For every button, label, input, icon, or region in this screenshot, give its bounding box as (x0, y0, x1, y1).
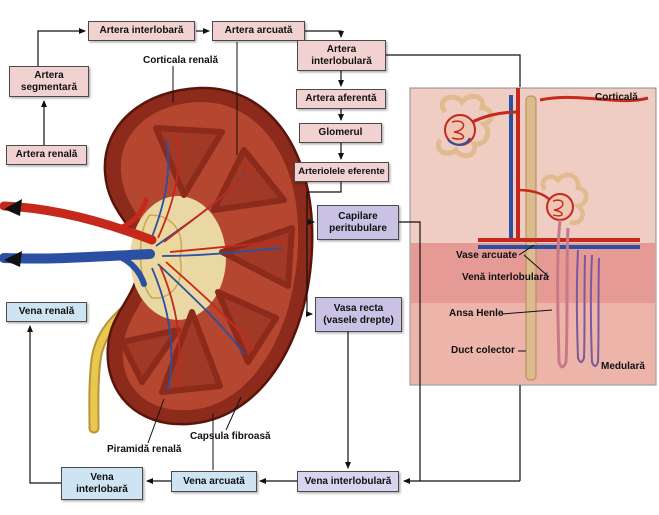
leader-capsula-fibroasa (225, 396, 242, 431)
label-ansa-henle: Ansa Henle (449, 308, 504, 319)
arrow-arcuata-to-interlobulara (305, 30, 344, 38)
label-duct-colector: Duct colector (451, 345, 515, 356)
renal-pyramid (211, 147, 287, 213)
arrow-branch-to-vasa-recta (306, 222, 313, 317)
renal-pyramid (215, 289, 279, 365)
renal-pyramid (153, 125, 225, 198)
leader-vase-arcuate (518, 244, 535, 256)
vein-flow-arrow (4, 251, 22, 267)
renal-vein-vessel (0, 249, 155, 264)
renal-artery-vessel (0, 201, 157, 245)
artery-flow-arrow (4, 199, 22, 216)
label-corticala: Corticală (595, 92, 638, 103)
flow-box-vena-arcuata: Vena arcuată (171, 471, 257, 492)
line-interlobulara-to-panel (386, 54, 521, 87)
renal-pyramids (119, 125, 295, 395)
flow-box-vena-interlobara: Vena interlobară (61, 467, 143, 500)
flow-box-vasa-recta: Vasa recta (vasele drepte) (315, 297, 402, 332)
leader-piramida-renala (147, 398, 165, 444)
arrow-interlobara-to-renala-vein (27, 325, 61, 484)
intrarenal-arteries (157, 135, 287, 389)
flow-box-vena-renala: Vena renală (6, 302, 87, 322)
renal-vein-branch (115, 253, 147, 287)
flow-box-artera-segmentara: Artera segmentară (9, 66, 89, 97)
glomerulus-vein-arc (447, 137, 471, 146)
renal-pyramid (119, 327, 181, 385)
flow-box-vena-interlobulara: Vena interlobulară (297, 471, 399, 492)
vasa-recta-loop (575, 249, 586, 363)
label-corticala-renala: Corticala renală (143, 55, 219, 66)
arrow-eferente-to-capilare (306, 182, 342, 225)
label-capsula-fibroasa: Capsula fibroasă (190, 431, 271, 442)
line-capilare-to-vein-trunk (399, 221, 421, 481)
arrow-segmentara-to-interlobara (37, 28, 86, 66)
flow-box-artera-aferenta: Artera aferentă (296, 89, 386, 109)
flow-box-capilare-peritubulare: Capilare peritubulare (317, 205, 399, 240)
panel-top-vessel (539, 95, 649, 103)
label-vena-interlobulara-panel: Venă interlobulară (462, 272, 549, 283)
glomerulus-capillaries (451, 120, 465, 140)
renal-pyramid (159, 309, 223, 395)
connector-lines (27, 28, 553, 484)
flow-box-glomerul: Glomerul (299, 123, 382, 143)
convoluted-tubule (540, 172, 589, 226)
afferent-arteriole (517, 188, 551, 201)
label-medulara: Medulară (601, 361, 645, 372)
convoluted-tubule (436, 93, 494, 159)
label-piramida-renala: Piramidă renală (107, 444, 182, 455)
renal-artery-branch (117, 197, 149, 231)
vasa-recta-loop (589, 254, 600, 367)
flow-box-arteriolele-eferente: Arteriolele eferente (294, 162, 389, 182)
flow-box-artera-interlobulara: Artera interlobulară (297, 40, 386, 71)
label-vase-arcuate: Vase arcuate (456, 250, 518, 261)
nephron-panel (409, 87, 657, 386)
renal-pyramid (219, 225, 295, 289)
leader-vena-interlobulara-panel (523, 254, 550, 278)
leader-ansa-henle (501, 309, 553, 315)
henle-loop (556, 219, 570, 369)
kidney-illustration (0, 86, 314, 434)
glomerulus-capillaries (552, 199, 564, 217)
flow-box-artera-interlobara: Artera interlobară (88, 21, 195, 41)
flow-box-artera-renala: Artera renală (6, 145, 87, 165)
flow-box-artera-arcuata: Artera arcuată (212, 21, 305, 41)
